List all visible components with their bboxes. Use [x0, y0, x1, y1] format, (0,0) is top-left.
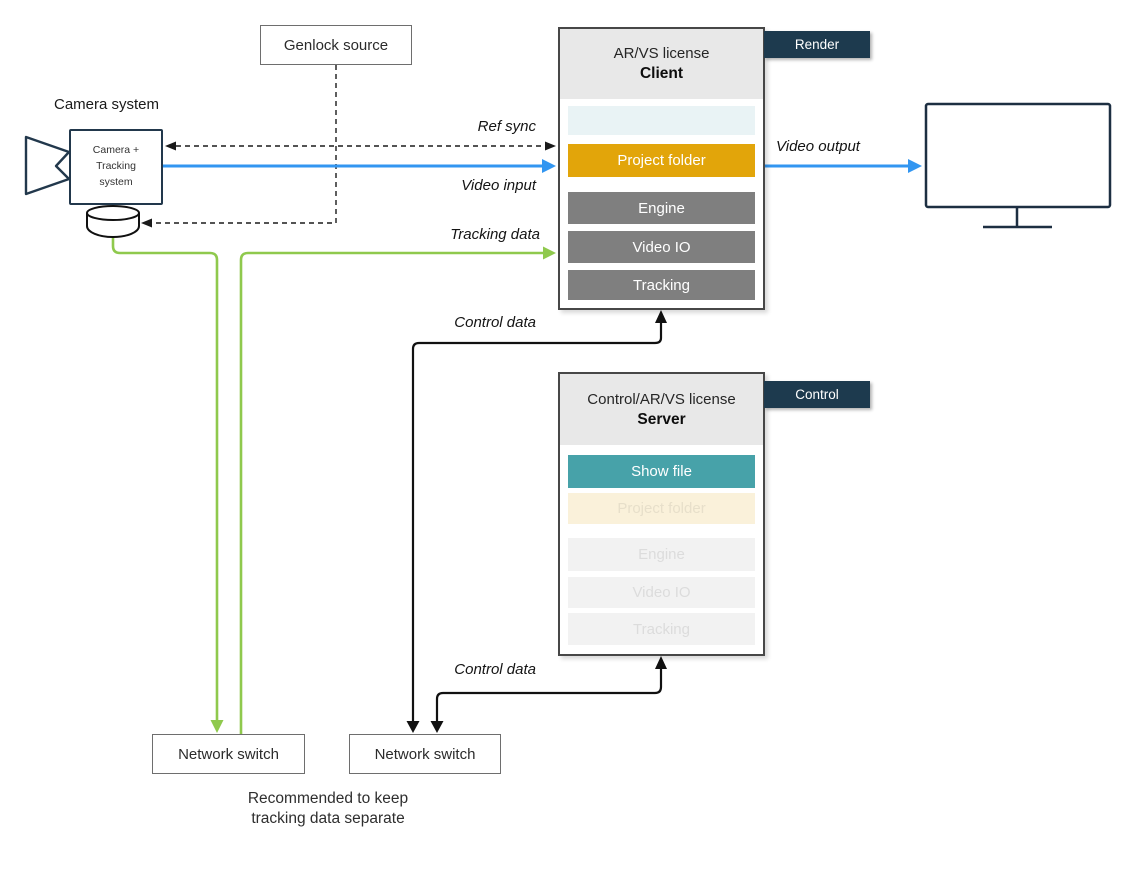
tracking-data-line-switch-to-client [239, 246, 556, 735]
camera-unit-line2: Tracking [96, 160, 136, 173]
client-role-label: Client [639, 65, 684, 82]
server-row-show-file: Show file [568, 455, 755, 488]
control-data-label-server: Control data [454, 661, 536, 678]
camera-unit-box: Camera + Tracking system [69, 129, 163, 205]
network-switch-left-box: Network switch [152, 734, 305, 774]
video-output-arrow [765, 159, 922, 173]
render-tag: Render [764, 31, 870, 58]
client-row-video-io: Video IO [568, 231, 755, 263]
tracking-note-line1: Recommended to keep [247, 790, 409, 807]
tracking-note: Recommended to keep tracking data separa… [178, 789, 478, 829]
client-license-label: AR/VS license [613, 45, 710, 62]
client-row-placeholder [568, 106, 755, 135]
camera-unit-line1: Camera + [92, 144, 140, 157]
server-row-project-folder: Project folder [568, 493, 755, 524]
ref-sync-label: Ref sync [477, 118, 536, 135]
genlock-source-box: Genlock source [260, 25, 412, 65]
camera-system-label: Camera system [54, 96, 160, 113]
client-row-engine: Engine [568, 192, 755, 224]
control-tag: Control [764, 381, 870, 408]
tracking-note-line2: tracking data separate [251, 810, 405, 827]
video-input-label: Video input [461, 177, 536, 194]
tracking-data-label: Tracking data [450, 226, 540, 243]
server-row-engine: Engine [568, 538, 755, 571]
client-row-tracking: Tracking [568, 270, 755, 300]
server-row-tracking: Tracking [568, 613, 755, 645]
ref-sync-arrow [165, 141, 556, 151]
tracking-data-line-camera-to-switch [111, 236, 224, 733]
client-header: AR/VS license Client [560, 29, 763, 99]
server-role-label: Server [637, 410, 686, 428]
tracking-sensor-icon [86, 205, 140, 238]
client-box: AR/VS license Client Project folder Engi… [558, 27, 765, 310]
network-switch-right-box: Network switch [349, 734, 501, 774]
control-data-label-client: Control data [454, 314, 536, 331]
camera-icon [24, 135, 71, 196]
server-box: Control/AR/VS license Server Show file P… [558, 372, 765, 656]
client-row-project-folder: Project folder [568, 144, 755, 177]
genlock-sync-line [141, 65, 337, 228]
control-data-line-client-switch [406, 310, 667, 733]
video-output-label: Video output [776, 138, 860, 155]
control-data-line-server-switch [430, 656, 667, 733]
server-license-label: Control/AR/VS license [587, 390, 736, 408]
video-input-arrow [163, 159, 556, 173]
server-header: Control/AR/VS license Server [560, 374, 763, 445]
camera-unit-line3: system [99, 175, 133, 188]
server-row-video-io: Video IO [568, 577, 755, 608]
monitor-icon [924, 102, 1112, 229]
